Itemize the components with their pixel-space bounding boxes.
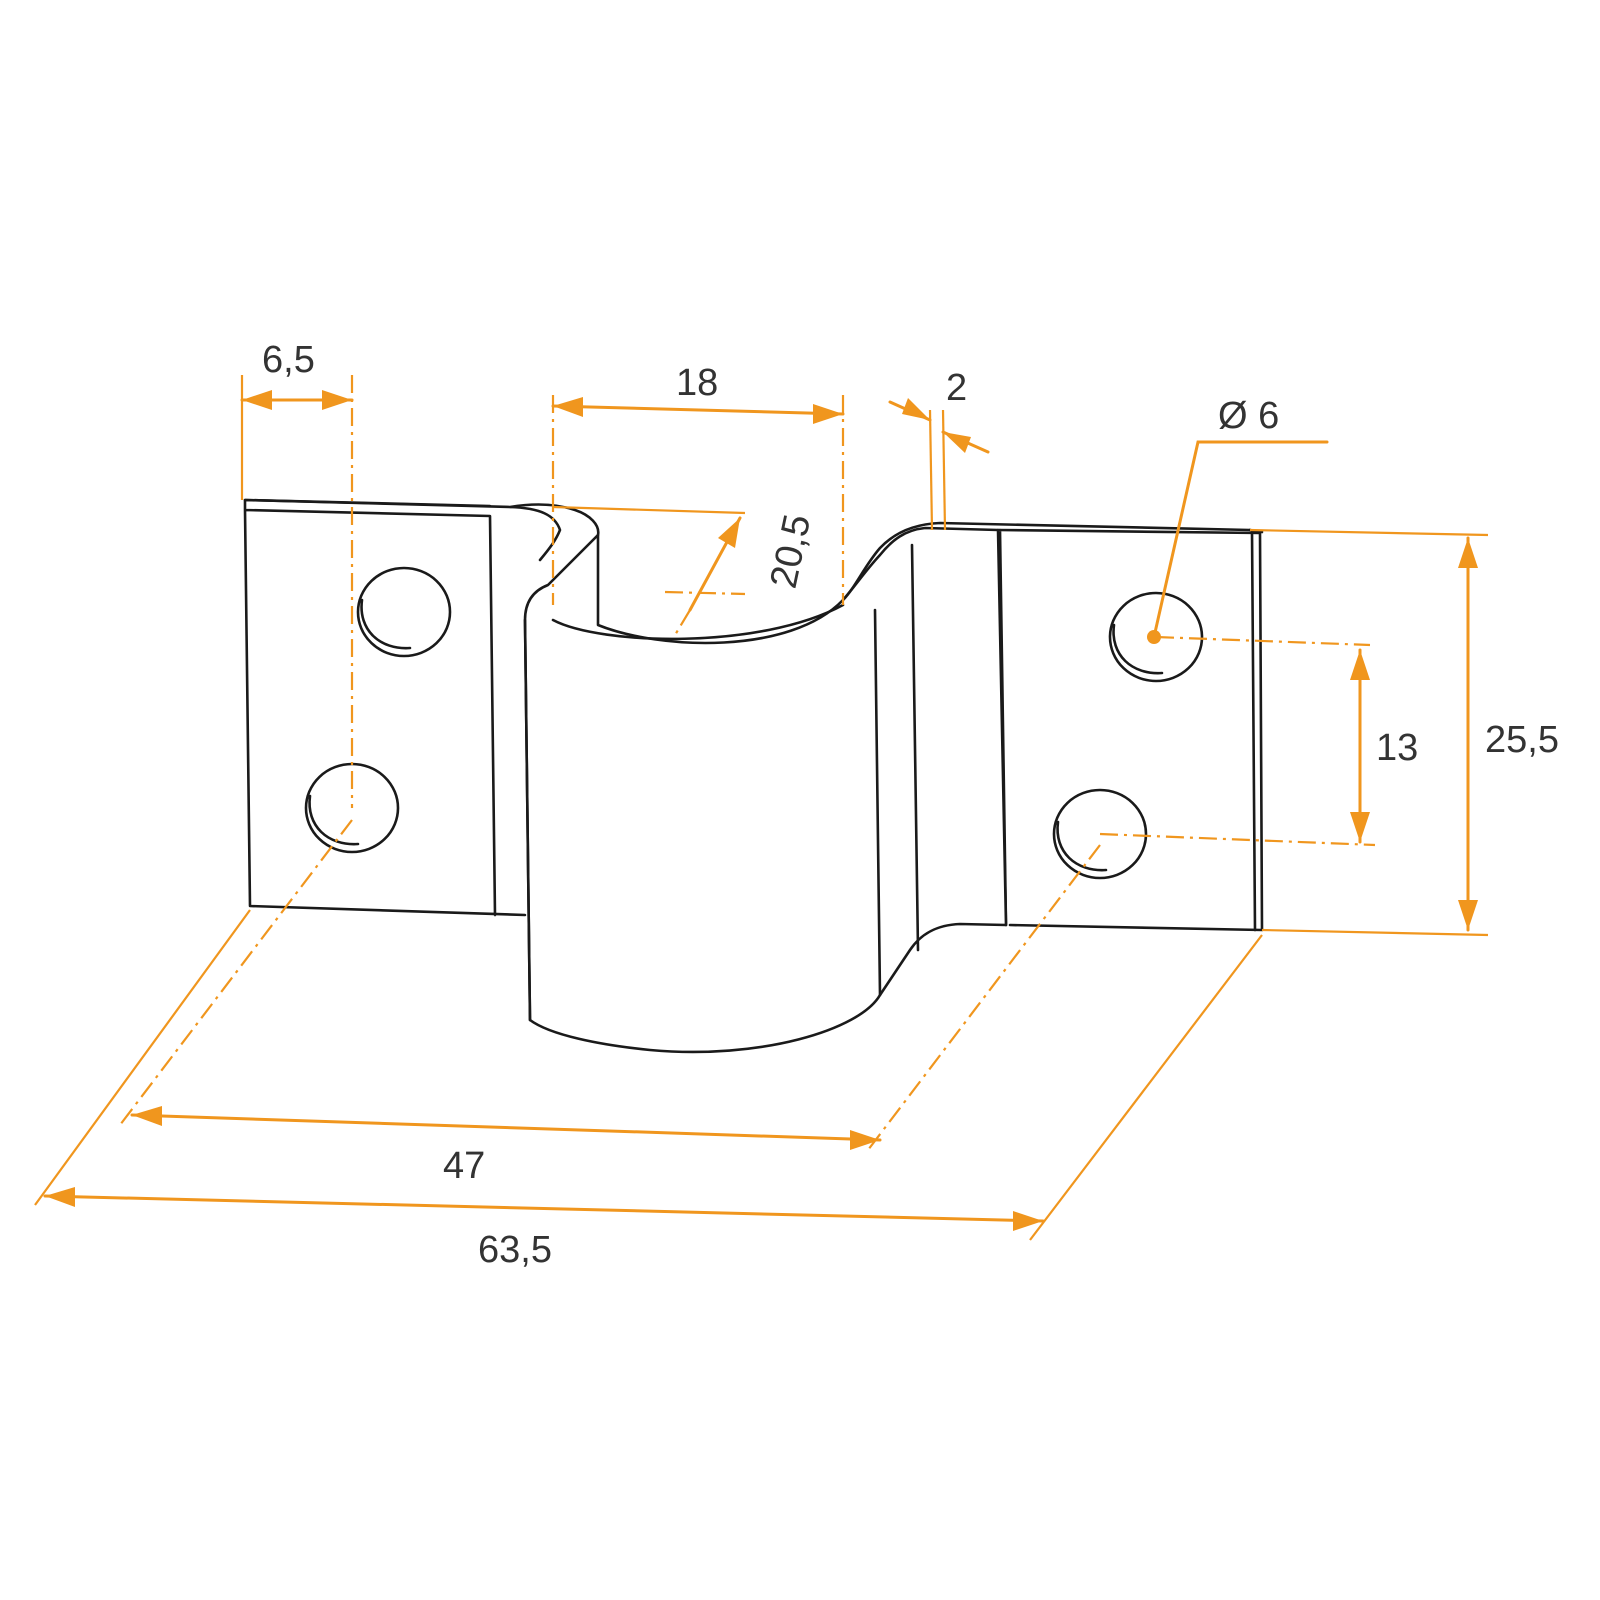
label-hole-spacing-horizontal: 47: [443, 1145, 485, 1187]
left-top-hole: [356, 566, 452, 658]
label-edge-to-hole: 6,5: [262, 339, 315, 381]
bracket-part: [243, 498, 1264, 1054]
channel-side-lines: [523, 543, 920, 1022]
left-flange: [243, 498, 527, 917]
label-overall-length: 63,5: [478, 1229, 552, 1271]
right-flange: [996, 528, 1264, 932]
label-hole-spacing-vertical: 13: [1376, 727, 1418, 769]
dimension-lines: [34, 375, 1489, 1241]
label-height: 25,5: [1485, 719, 1559, 761]
label-hole-diameter: Ø 6: [1218, 395, 1279, 437]
channel-lip-right: [841, 521, 1252, 602]
channel-inner: [551, 603, 845, 641]
right-flange-edge: [1250, 529, 1257, 932]
label-channel-depth: 20,5: [763, 511, 819, 592]
label-thickness: 2: [946, 367, 967, 409]
channel-outer: [523, 526, 1008, 1054]
label-channel-width: 18: [676, 362, 718, 404]
